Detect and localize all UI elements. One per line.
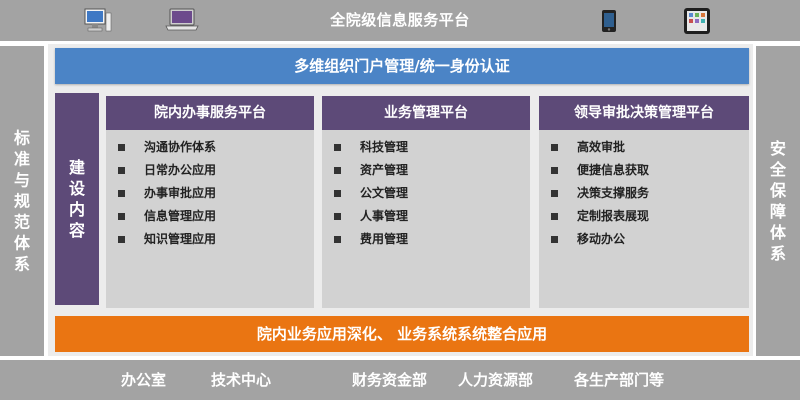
item-label: 沟通协作体系 <box>144 140 217 154</box>
item-label: 日常办公应用 <box>144 163 217 177</box>
item-label: 便捷信息获取 <box>577 163 650 177</box>
column-title: 领导审批决策管理平台 <box>539 96 749 130</box>
list-item: 资产管理 <box>322 159 530 182</box>
integration-bar: 院内业务应用深化、 业务系统系统整合应用 <box>55 316 749 352</box>
list-item: 信息管理应用 <box>106 205 314 228</box>
department-label: 各生产部门等 <box>574 371 665 389</box>
platform-column-3: 领导审批决策管理平台 高效审批 便捷信息获取 决策支撑服务 定制报表展现 移动办… <box>539 96 749 308</box>
left-side-column: 标准与规范体系 <box>0 46 44 356</box>
top-bar: 全院级信息服务平台 <box>0 0 800 41</box>
department-label: 技术中心 <box>211 371 272 389</box>
top-title: 全院级信息服务平台 <box>330 11 470 29</box>
department-label: 财务资金部 <box>352 371 428 389</box>
tablet-icon <box>684 8 710 34</box>
list-item: 知识管理应用 <box>106 228 314 251</box>
item-label: 信息管理应用 <box>144 209 217 223</box>
list-item: 公文管理 <box>322 182 530 205</box>
square-bullet-icon <box>334 167 341 174</box>
square-bullet-icon <box>334 236 341 243</box>
platform-column-1: 院内办事服务平台 沟通协作体系 日常办公应用 办事审批应用 信息管理应用 知识管… <box>106 96 314 308</box>
right-side-text: 安全保障体系 <box>770 139 787 263</box>
square-bullet-icon <box>118 213 125 220</box>
square-bullet-icon <box>551 236 558 243</box>
square-bullet-icon <box>551 190 558 197</box>
list-item: 定制报表展现 <box>539 205 749 228</box>
right-side-column: 安全保障体系 <box>756 46 800 356</box>
item-label: 高效审批 <box>577 140 626 154</box>
desktop-computer-icon <box>84 8 112 32</box>
square-bullet-icon <box>551 167 558 174</box>
list-item: 移动办公 <box>539 228 749 251</box>
build-content-text: 建设内容 <box>69 158 86 240</box>
item-label: 人事管理 <box>360 209 409 223</box>
laptop-icon <box>165 8 199 31</box>
list-item: 费用管理 <box>322 228 530 251</box>
item-label: 决策支撑服务 <box>577 186 650 200</box>
platform-column-2: 业务管理平台 科技管理 资产管理 公文管理 人事管理 费用管理 <box>322 96 530 308</box>
item-label: 办事审批应用 <box>144 186 217 200</box>
square-bullet-icon <box>118 167 125 174</box>
smartphone-icon <box>602 10 616 32</box>
list-item: 高效审批 <box>539 136 749 159</box>
square-bullet-icon <box>118 144 125 151</box>
item-label: 移动办公 <box>577 232 626 246</box>
item-label: 科技管理 <box>360 140 409 154</box>
right-side-label: 安全保障体系 <box>756 138 800 264</box>
list-item: 办事审批应用 <box>106 182 314 205</box>
portal-bar: 多维组织门户管理/统一身份认证 <box>55 48 749 84</box>
list-item: 人事管理 <box>322 205 530 228</box>
column-item-list: 沟通协作体系 日常办公应用 办事审批应用 信息管理应用 知识管理应用 <box>106 136 314 251</box>
item-label: 定制报表展现 <box>577 209 650 223</box>
item-label: 公文管理 <box>360 186 409 200</box>
build-content-box: 建设内容 <box>55 93 99 305</box>
square-bullet-icon <box>118 190 125 197</box>
square-bullet-icon <box>334 213 341 220</box>
item-label: 知识管理应用 <box>144 232 217 246</box>
department-label: 办公室 <box>121 371 167 389</box>
column-item-list: 高效审批 便捷信息获取 决策支撑服务 定制报表展现 移动办公 <box>539 136 749 251</box>
column-title: 院内办事服务平台 <box>106 96 314 130</box>
left-side-text: 标准与规范体系 <box>14 128 31 274</box>
square-bullet-icon <box>118 236 125 243</box>
build-content-label: 建设内容 <box>55 157 99 241</box>
item-label: 费用管理 <box>360 232 409 246</box>
column-title: 业务管理平台 <box>322 96 530 130</box>
item-label: 资产管理 <box>360 163 409 177</box>
square-bullet-icon <box>551 144 558 151</box>
list-item: 科技管理 <box>322 136 530 159</box>
square-bullet-icon <box>334 190 341 197</box>
list-item: 决策支撑服务 <box>539 182 749 205</box>
bottom-bar <box>0 360 800 400</box>
square-bullet-icon <box>551 213 558 220</box>
department-label: 人力资源部 <box>458 371 534 389</box>
left-side-label: 标准与规范体系 <box>0 128 44 275</box>
list-item: 沟通协作体系 <box>106 136 314 159</box>
column-item-list: 科技管理 资产管理 公文管理 人事管理 费用管理 <box>322 136 530 251</box>
list-item: 日常办公应用 <box>106 159 314 182</box>
square-bullet-icon <box>334 144 341 151</box>
list-item: 便捷信息获取 <box>539 159 749 182</box>
